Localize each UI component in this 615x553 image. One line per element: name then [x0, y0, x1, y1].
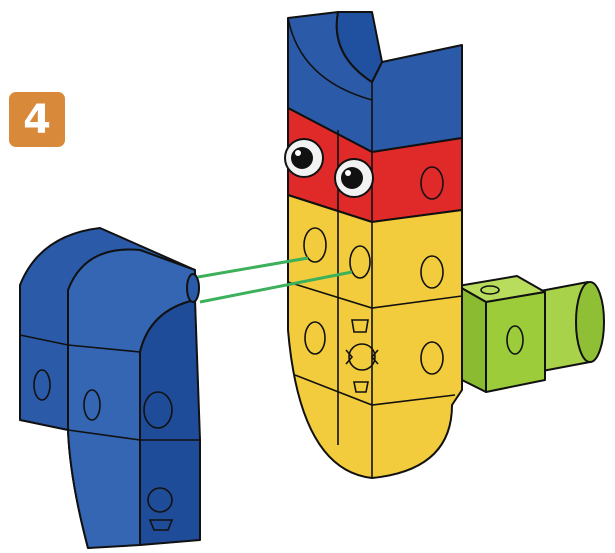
- yellow-body-block: [288, 195, 462, 478]
- eye-icon: [335, 159, 373, 197]
- curved-blue-piece: [20, 228, 200, 548]
- eye-icon: [285, 139, 323, 177]
- green-axle-block: [458, 276, 604, 392]
